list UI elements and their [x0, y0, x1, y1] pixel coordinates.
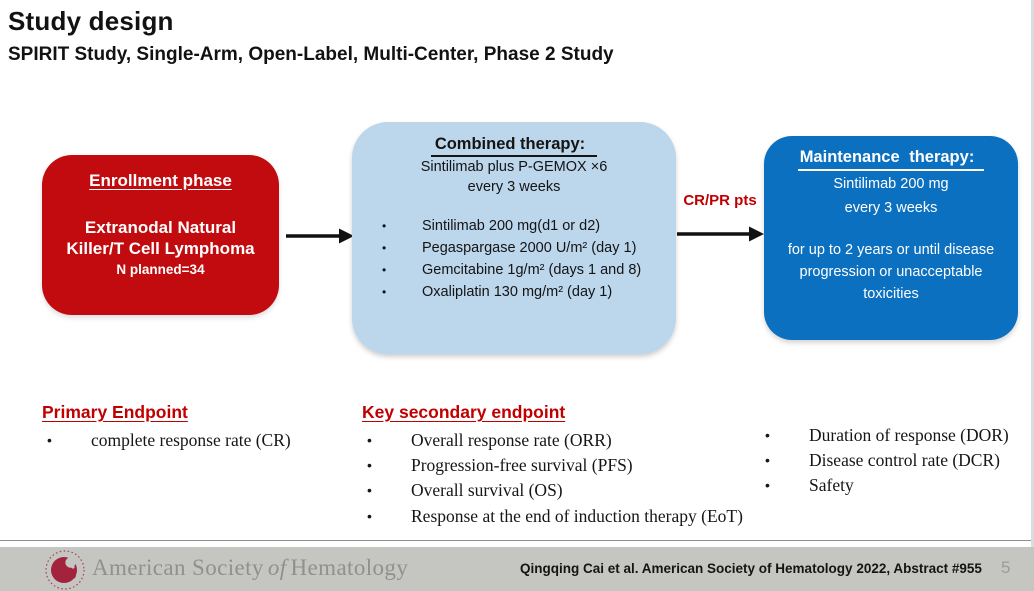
primary-endpoint-section: Primary Endpoint • complete response rate… — [42, 402, 352, 453]
endpoint-item: complete response rate (CR) — [91, 430, 291, 450]
bullet-icon: • — [382, 285, 387, 300]
secondary-endpoint-section: Key secondary endpoint • Overall response… — [362, 402, 782, 529]
endpoint-item: Disease control rate (DCR) — [809, 450, 1000, 471]
secondary-endpoint-list: • Overall response rate (ORR) • Progressio… — [362, 428, 782, 529]
other-endpoints-section: • Duration of response (DOR) • Disease con… — [760, 423, 1034, 499]
drug-item: Oxaliplatin 130 mg/m² (day 1) — [422, 284, 613, 301]
drug-item: Sintilimab 200 mg(d1 or d2) — [422, 217, 601, 234]
maintenance-heading: Maintenance therapy: — [797, 148, 985, 171]
enrollment-population: Extranodal Natural Killer/T Cell Lymphom… — [66, 218, 255, 259]
citation-text: Qingqing Cai et al. American Society of … — [520, 561, 982, 576]
bullet-icon: • — [367, 457, 372, 474]
bullet-icon: • — [382, 240, 387, 255]
list-item: • complete response rate (CR) — [42, 428, 352, 453]
drug-item: Pegaspargase 2000 U/m² (day 1) — [422, 239, 637, 256]
list-item: • Duration of response (DOR) — [760, 423, 1034, 448]
enrollment-n-planned: N planned=34 — [116, 261, 205, 277]
endpoint-item: Overall response rate (ORR) — [411, 430, 612, 450]
flow-arrow-icon — [286, 228, 354, 244]
list-item: • Pegaspargase 2000 U/m² (day 1) — [379, 237, 666, 259]
list-item: • Sintilimab 200 mg(d1 or d2) — [379, 215, 666, 237]
primary-endpoint-heading: Primary Endpoint — [42, 402, 188, 422]
endpoint-item: Progression-free survival (PFS) — [411, 455, 633, 476]
bullet-icon: • — [765, 427, 770, 443]
list-item: • Safety — [760, 473, 1034, 498]
enrollment-heading: Enrollment phase — [89, 171, 232, 190]
combined-regimen: Sintilimab plus P-GEMOX ×6 — [420, 159, 608, 175]
secondary-endpoint-heading: Key secondary endpoint — [362, 402, 566, 422]
bullet-icon: • — [382, 262, 387, 277]
bullet-icon: • — [47, 432, 52, 448]
maintenance-duration: for up to 2 years or until disease progr… — [787, 242, 995, 302]
other-endpoints-list: • Duration of response (DOR) • Disease con… — [760, 423, 1034, 499]
org-name-part1: American Society — [92, 555, 264, 580]
maintenance-therapy-box: Maintenance therapy: Sintilimab 200 mg e… — [764, 136, 1018, 340]
enrollment-phase-box: Enrollment phase Extranodal Natural Kill… — [42, 155, 279, 315]
combined-schedule: every 3 weeks — [467, 179, 561, 196]
drug-item: Gemcitabine 1g/m² (days 1 and 8) — [422, 261, 642, 278]
list-item: • Gemcitabine 1g/m² (days 1 and 8) — [379, 259, 666, 281]
ash-logo-icon — [45, 550, 85, 590]
bullet-icon: • — [382, 218, 387, 233]
page-title: Study design — [8, 6, 174, 36]
bullet-icon: • — [367, 432, 372, 448]
flow-arrow-icon — [677, 226, 764, 242]
org-name-part3: Hematology — [290, 555, 409, 580]
slide-right-edge — [1031, 0, 1034, 548]
list-item: • Oxaliplatin 130 mg/m² (day 1) — [379, 281, 666, 303]
combined-drug-list: • Sintilimab 200 mg(d1 or d2) • Pegasparga… — [362, 215, 666, 304]
combined-therapy-box: Combined therapy: Sintilimab plus P-GEMO… — [352, 122, 676, 354]
bullet-icon: • — [367, 507, 372, 524]
endpoint-item: Response at the end of induction therapy… — [411, 505, 743, 526]
footer-divider — [0, 540, 1034, 541]
bullet-icon: • — [367, 482, 372, 499]
list-item: • Disease control rate (DCR) — [760, 448, 1034, 473]
list-item: • Overall survival (OS) — [362, 478, 782, 503]
primary-endpoint-list: • complete response rate (CR) — [42, 428, 352, 453]
endpoint-item: Safety — [809, 475, 854, 496]
arrow-condition-label: CR/PR pts — [683, 192, 757, 209]
bullet-icon: • — [765, 452, 770, 469]
page-subtitle: SPIRIT Study, Single-Arm, Open-Label, Mu… — [8, 44, 614, 65]
maintenance-dose: Sintilimab 200 mg — [833, 176, 949, 192]
page-number: 5 — [1001, 558, 1011, 577]
list-item: • Overall response rate (ORR) — [362, 428, 782, 453]
org-name-part2: of — [267, 555, 287, 580]
list-item: • Response at the end of induction therap… — [362, 504, 782, 529]
maintenance-schedule: every 3 weeks — [844, 200, 938, 217]
bullet-icon: • — [765, 477, 770, 494]
combined-heading: Combined therapy: — [430, 135, 598, 157]
endpoint-item: Duration of response (DOR) — [809, 425, 1009, 445]
endpoint-item: Overall survival (OS) — [411, 480, 563, 501]
list-item: • Progression-free survival (PFS) — [362, 453, 782, 478]
